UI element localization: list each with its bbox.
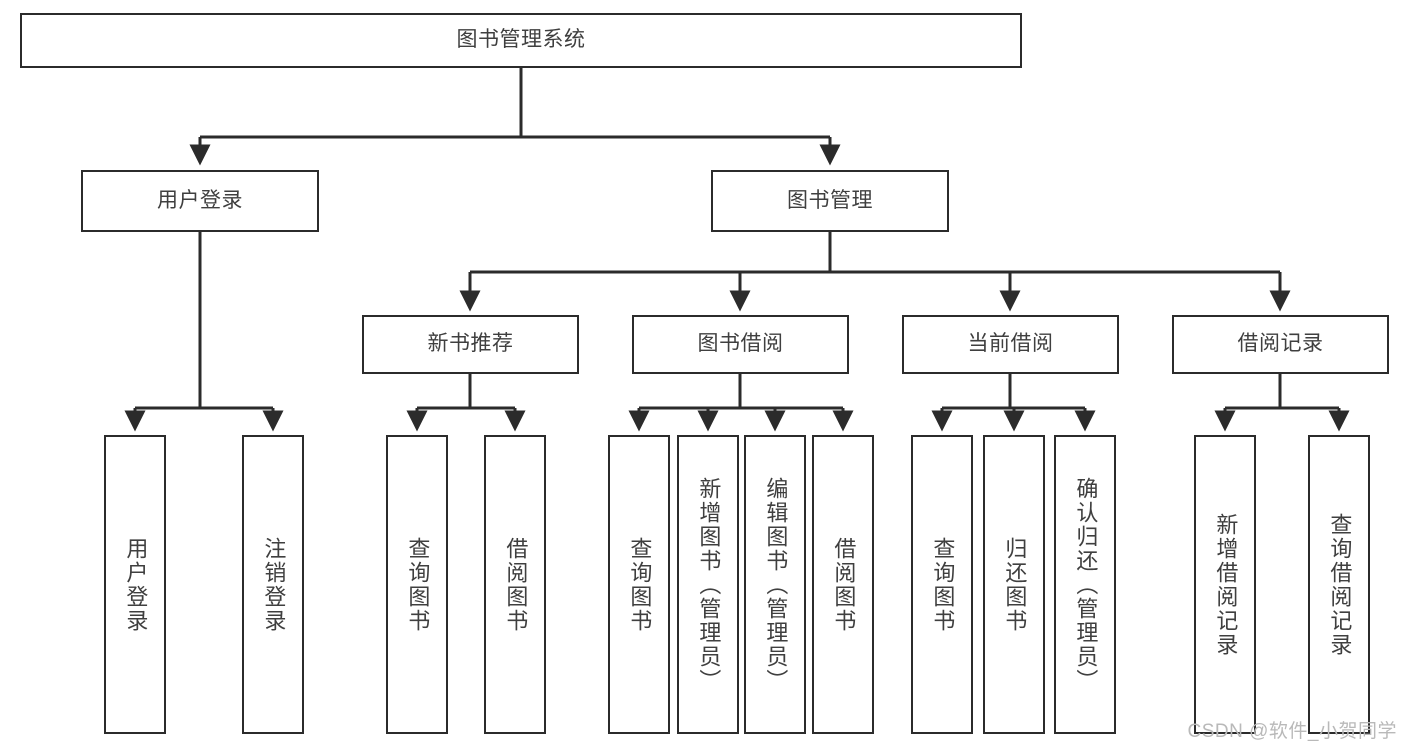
node-new-book-recommendation[interactable]: 新书推荐 (362, 315, 579, 374)
node-current-borrow-label: 当前借阅 (967, 332, 1054, 356)
leaf-query-borrow-record[interactable]: 查询借阅记录 (1308, 435, 1370, 734)
leaf-add-borrow-record[interactable]: 新增借阅记录 (1194, 435, 1256, 734)
leaf-query-book-borrow-label: 查询图书 (627, 536, 653, 633)
node-book-management-label: 图书管理 (787, 188, 873, 212)
node-book-borrow[interactable]: 图书借阅 (632, 315, 849, 374)
node-book-management[interactable]: 图书管理 (711, 170, 949, 232)
node-root[interactable]: 图书管理系统 (20, 13, 1022, 68)
leaf-user-login[interactable]: 用户登录 (104, 435, 166, 734)
node-root-label: 图书管理系统 (456, 28, 586, 52)
leaf-borrow-book-recommend-label: 借阅图书 (503, 536, 529, 633)
leaf-confirm-return-admin[interactable]: 确认归还（管理员） (1054, 435, 1116, 734)
leaf-add-book-admin[interactable]: 新增图书（管理员） (677, 435, 739, 734)
leaf-borrow-book-label: 借阅图书 (831, 536, 857, 633)
leaf-return-book[interactable]: 归还图书 (983, 435, 1045, 734)
leaf-query-book-recommend-label: 查询图书 (405, 536, 431, 633)
node-borrow-record-label: 借阅记录 (1237, 332, 1324, 356)
leaf-borrow-book-recommend[interactable]: 借阅图书 (484, 435, 546, 734)
leaf-query-book-current[interactable]: 查询图书 (911, 435, 973, 734)
node-user-login[interactable]: 用户登录 (81, 170, 319, 232)
leaf-query-book-current-label: 查询图书 (930, 536, 956, 633)
node-current-borrow[interactable]: 当前借阅 (902, 315, 1119, 374)
leaf-query-book-borrow[interactable]: 查询图书 (608, 435, 670, 734)
leaf-add-borrow-record-label: 新增借阅记录 (1213, 512, 1239, 657)
leaf-borrow-book[interactable]: 借阅图书 (812, 435, 874, 734)
node-user-login-label: 用户登录 (157, 188, 243, 212)
watermark: CSDN @软件_小贺同学 (1187, 721, 1397, 742)
leaf-edit-book-admin[interactable]: 编辑图书（管理员） (744, 435, 806, 734)
leaf-confirm-return-admin-label: 确认归还（管理员） (1073, 476, 1099, 693)
leaf-query-borrow-record-label: 查询借阅记录 (1327, 512, 1353, 657)
leaf-logout[interactable]: 注销登录 (242, 435, 304, 734)
node-new-book-recommendation-label: 新书推荐 (427, 332, 514, 356)
leaf-edit-book-admin-label: 编辑图书（管理员） (763, 476, 789, 693)
node-borrow-record[interactable]: 借阅记录 (1172, 315, 1389, 374)
leaf-query-book-recommend[interactable]: 查询图书 (386, 435, 448, 734)
leaf-return-book-label: 归还图书 (1002, 536, 1028, 633)
leaf-logout-label: 注销登录 (261, 536, 287, 633)
leaf-user-login-label: 用户登录 (123, 536, 149, 633)
node-book-borrow-label: 图书借阅 (697, 332, 784, 356)
leaf-add-book-admin-label: 新增图书（管理员） (696, 476, 722, 693)
